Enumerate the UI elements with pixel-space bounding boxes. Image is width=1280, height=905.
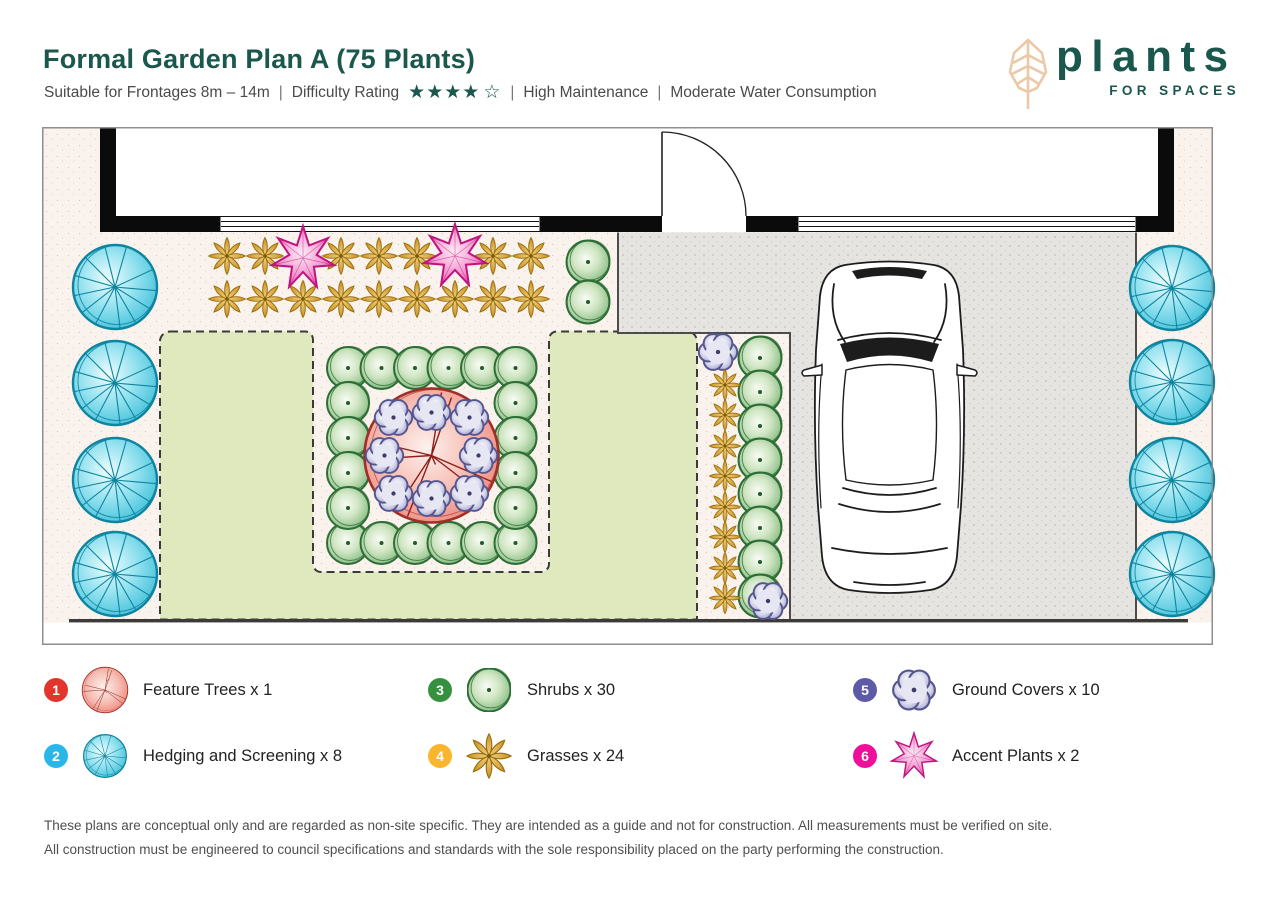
ground-cover-plant xyxy=(697,333,739,371)
legend-label: Grasses x 24 xyxy=(527,746,625,765)
grass-plant xyxy=(708,398,742,432)
separator: | xyxy=(278,84,283,101)
legend-label: Ground Covers x 10 xyxy=(952,680,1100,699)
window xyxy=(797,216,1137,232)
water-consumption-text: Moderate Water Consumption xyxy=(670,84,877,101)
grass-plant xyxy=(708,429,742,463)
hedge-plant xyxy=(1128,436,1216,524)
ground-cover-plant xyxy=(411,480,452,517)
ground-cover-icon xyxy=(892,669,936,711)
grass-plant xyxy=(474,237,512,275)
shrub-plant xyxy=(493,485,538,530)
front-boundary-line xyxy=(69,619,1188,623)
grass-plant xyxy=(208,237,246,275)
ground-cover-plant xyxy=(449,399,490,436)
difficulty-stars-filled: ★★★★ xyxy=(408,82,481,103)
grass-plant xyxy=(398,280,436,318)
ground-cover-plant xyxy=(411,394,452,431)
legend-badge-1: 1 xyxy=(44,678,68,702)
grass-plant xyxy=(246,280,284,318)
grass-plant xyxy=(246,237,284,275)
difficulty-label: Difficulty Rating xyxy=(291,84,400,101)
separator: | xyxy=(510,84,515,101)
hedge-plant xyxy=(71,243,159,331)
grass-plant xyxy=(322,237,360,275)
grass-plant xyxy=(360,237,398,275)
hedging-icon xyxy=(83,734,127,778)
maintenance-text: High Maintenance xyxy=(523,84,649,101)
hedge-plant xyxy=(71,530,159,618)
legend-item-feature-trees: 1 Feature Trees x 1 xyxy=(44,665,272,715)
legend-label: Accent Plants x 2 xyxy=(952,746,1080,765)
grass-plant xyxy=(474,280,512,318)
grass-plant xyxy=(708,581,742,615)
brand-logo: plants FOR SPACES xyxy=(1002,32,1242,116)
brand-tagline: FOR SPACES xyxy=(1109,83,1240,98)
car-mirror xyxy=(956,364,978,377)
shrub-plant xyxy=(565,239,611,285)
grass-plant xyxy=(398,237,436,275)
legend-label: Feature Trees x 1 xyxy=(143,680,273,699)
ground-cover-plant xyxy=(747,582,789,620)
hedge-plant xyxy=(1128,530,1216,618)
page-title: Formal Garden Plan A (75 Plants) xyxy=(43,44,476,74)
legend-label: Hedging and Screening x 8 xyxy=(143,746,343,765)
shrub-plant xyxy=(326,485,371,530)
legend-item-grasses: 4 Grasses x 24 xyxy=(428,731,624,781)
grass-plant xyxy=(512,237,550,275)
separator: | xyxy=(657,84,662,101)
legend-item-shrubs: 3 Shrubs x 30 xyxy=(428,665,615,715)
grass-plant xyxy=(708,490,742,524)
hedge-plant xyxy=(1128,338,1216,426)
accent-plant-icon xyxy=(890,732,938,778)
grass-plant xyxy=(512,280,550,318)
ground-cover-plant xyxy=(364,437,405,474)
legend-badge-4: 4 xyxy=(428,744,452,768)
hedge-plant xyxy=(1128,244,1216,332)
legend-badge-2: 2 xyxy=(44,744,68,768)
lawn xyxy=(159,330,698,621)
disclaimer-line-1: These plans are conceptual only and are … xyxy=(44,818,1053,833)
disclaimer: These plans are conceptual only and are … xyxy=(44,814,1052,861)
grass-icon xyxy=(466,733,512,779)
house xyxy=(100,128,1174,232)
leaf-icon xyxy=(1008,38,1048,109)
legend-item-hedging: 2 Hedging and Screening x 8 xyxy=(44,731,342,781)
shrub-plant xyxy=(565,279,611,325)
grass-plant xyxy=(208,280,246,318)
grass-plant xyxy=(708,368,742,402)
legend-badge-6: 6 xyxy=(853,744,877,768)
grass-plant xyxy=(708,459,742,493)
shrub-icon xyxy=(467,668,511,712)
grass-plant xyxy=(360,280,398,318)
car-mirror xyxy=(801,364,823,377)
legend-badge-5: 5 xyxy=(853,678,877,702)
grass-plant xyxy=(708,520,742,554)
plan-subtitle: Suitable for Frontages 8m – 14m | Diffic… xyxy=(44,82,877,103)
brand-name: plants xyxy=(1056,32,1237,81)
ground-cover-plant xyxy=(458,437,499,474)
legend-label: Shrubs x 30 xyxy=(527,680,616,699)
feature-tree-icon xyxy=(81,666,129,714)
grass-plant xyxy=(322,280,360,318)
ground-cover-plant xyxy=(449,475,490,512)
door xyxy=(661,131,747,232)
footpath-strip xyxy=(43,622,1212,645)
grass-plant xyxy=(436,280,474,318)
grass-plant xyxy=(708,551,742,585)
house-walls xyxy=(100,128,1174,232)
ground-cover-plant xyxy=(373,399,414,436)
legend-badge-3: 3 xyxy=(428,678,452,702)
legend-item-ground-covers: 5 Ground Covers x 10 xyxy=(853,665,1100,715)
legend-item-accent-plants: 6 Accent Plants x 2 xyxy=(853,731,1079,781)
difficulty-star-empty: ☆ xyxy=(483,82,502,103)
hedge-plant xyxy=(71,339,159,427)
frontage-text: Suitable for Frontages 8m – 14m xyxy=(44,84,270,101)
window xyxy=(219,216,541,232)
ground-cover-plant xyxy=(373,475,414,512)
hedge-plant xyxy=(71,436,159,524)
car xyxy=(801,260,978,594)
disclaimer-line-2: All construction must be engineered to c… xyxy=(44,841,944,857)
plan-frame xyxy=(42,127,1213,645)
